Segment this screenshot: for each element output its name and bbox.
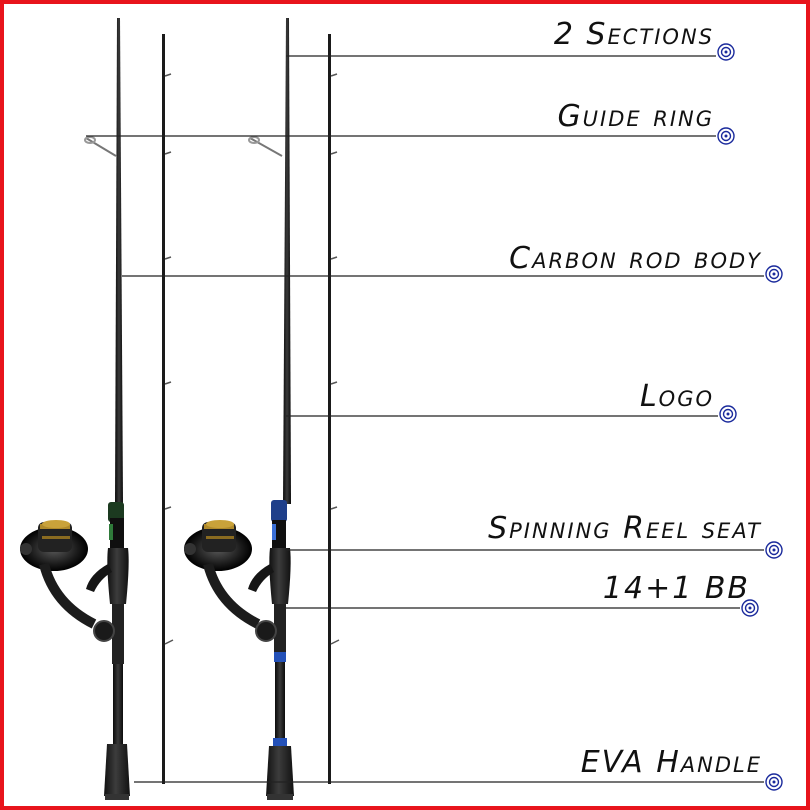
rod-1-reel-seat-lower xyxy=(112,604,124,664)
callout-leaders xyxy=(86,43,783,791)
rod-1-blank xyxy=(115,18,123,504)
callout-marker-dot xyxy=(772,272,776,276)
callout-marker-icon xyxy=(720,130,732,142)
rod-2-tip-section xyxy=(328,34,331,784)
rod-1-winding-check xyxy=(108,502,124,522)
rod-1-butt-blank xyxy=(113,664,123,744)
callout-marker-dot xyxy=(772,548,776,552)
rod-1-spinning-reel xyxy=(20,520,115,642)
callout-label-logo: Logo xyxy=(639,379,714,414)
rod-2-butt-cap xyxy=(267,794,293,800)
callout-marker-dot xyxy=(726,412,730,416)
rod-2-tip-guides xyxy=(330,73,340,645)
rod-1-tip-section xyxy=(162,34,165,784)
rod-2-logo-badge xyxy=(272,524,276,540)
callout-label-spinning-reel-seat: Spinning Reel seat xyxy=(488,511,762,546)
rod-2-guide-ring-frame xyxy=(249,137,283,157)
callout-label-guide-ring: Guide ring xyxy=(557,99,714,134)
rod-1-guide-ring-frame xyxy=(85,137,117,157)
rod-1-reel-seat xyxy=(110,518,124,548)
callout-marker-icon xyxy=(765,773,783,791)
fishing-rod-combo-photo xyxy=(20,18,783,800)
rod-1-tip-guides xyxy=(164,73,174,645)
callout-label-carbon-rod-body: Carbon rod body xyxy=(509,241,762,276)
rod-2-fore-grip xyxy=(269,548,291,604)
callout-marker-icon xyxy=(717,43,735,61)
callout-marker-dot xyxy=(748,606,752,610)
rod-1-fore-grip xyxy=(107,548,129,604)
callout-marker-icon xyxy=(765,265,783,283)
callout-marker-dot xyxy=(724,134,728,138)
callout-marker-icon xyxy=(722,408,734,420)
rod-2-blank xyxy=(283,18,291,504)
callout-label-2-sections: 2 Sections xyxy=(553,17,714,52)
callout-label-14-1-bb: 14+1 BB xyxy=(602,571,750,606)
rod-2-guide-ring xyxy=(248,136,260,144)
callout-marker-icon xyxy=(768,268,780,280)
rod-2-handle-trim xyxy=(273,738,287,746)
callout-marker-dot xyxy=(724,50,728,54)
callout-marker-icon xyxy=(741,599,759,617)
rod-2-spinning-reel xyxy=(184,520,277,642)
callout-marker-icon xyxy=(720,46,732,58)
rod-1-butt-cap xyxy=(105,794,129,800)
rod-2-blue-trim xyxy=(274,652,286,662)
rod-2-winding-check xyxy=(271,500,287,522)
callout-marker-icon xyxy=(765,541,783,559)
rod-1-eva-handle xyxy=(104,744,130,796)
rod-2 xyxy=(184,18,340,800)
callout-marker-icon xyxy=(744,602,756,614)
callout-marker-icon xyxy=(768,544,780,556)
rod-1-guide-ring xyxy=(84,136,96,144)
rod-2-butt-blank xyxy=(275,662,285,744)
callout-marker-dot xyxy=(772,780,776,784)
rod-2-reel-seat-lower xyxy=(274,604,286,662)
rod-1-logo-badge xyxy=(109,524,113,540)
callout-marker-icon xyxy=(768,776,780,788)
callout-marker-icon xyxy=(719,405,737,423)
rod-1 xyxy=(20,18,174,800)
callout-label-eva-handle: EVA Handle xyxy=(580,745,762,780)
rod-2-eva-handle xyxy=(266,746,294,796)
callout-marker-icon xyxy=(717,127,735,145)
